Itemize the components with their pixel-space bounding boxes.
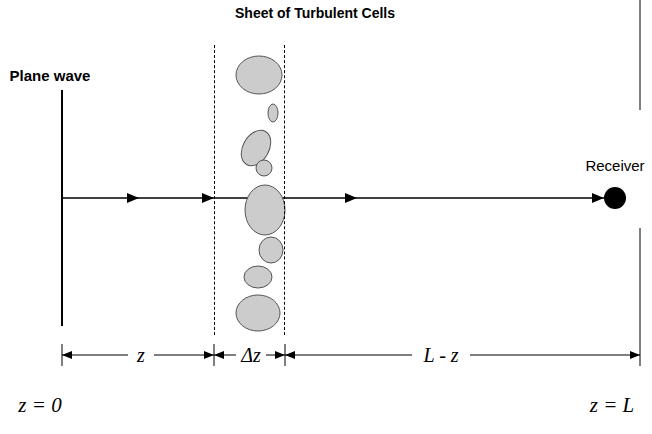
direction-arrowhead (127, 193, 139, 203)
receiver-plane (640, 228, 641, 366)
turbulent-cells (235, 56, 285, 331)
position-label: z = L (590, 393, 635, 418)
receiver-dot: Receiver (604, 187, 626, 209)
dimension-label: Δz (241, 344, 261, 367)
turbulent-sheet-band: Sheet of Turbulent Cells (214, 45, 285, 335)
dimension-lines (62, 344, 640, 366)
dimension-label: z (137, 344, 145, 367)
sheet-heading: Sheet of Turbulent Cells (235, 4, 395, 22)
receiver-label: Receiver (585, 157, 644, 175)
plane-wave-front (61, 90, 63, 326)
receiver-plane (640, 0, 641, 110)
direction-arrowhead (202, 193, 214, 203)
wave-label: Plane wave (10, 67, 91, 84)
propagation-arrow (285, 197, 604, 199)
position-label: z = 0 (18, 393, 61, 418)
dimension-label: L - z (423, 344, 458, 367)
